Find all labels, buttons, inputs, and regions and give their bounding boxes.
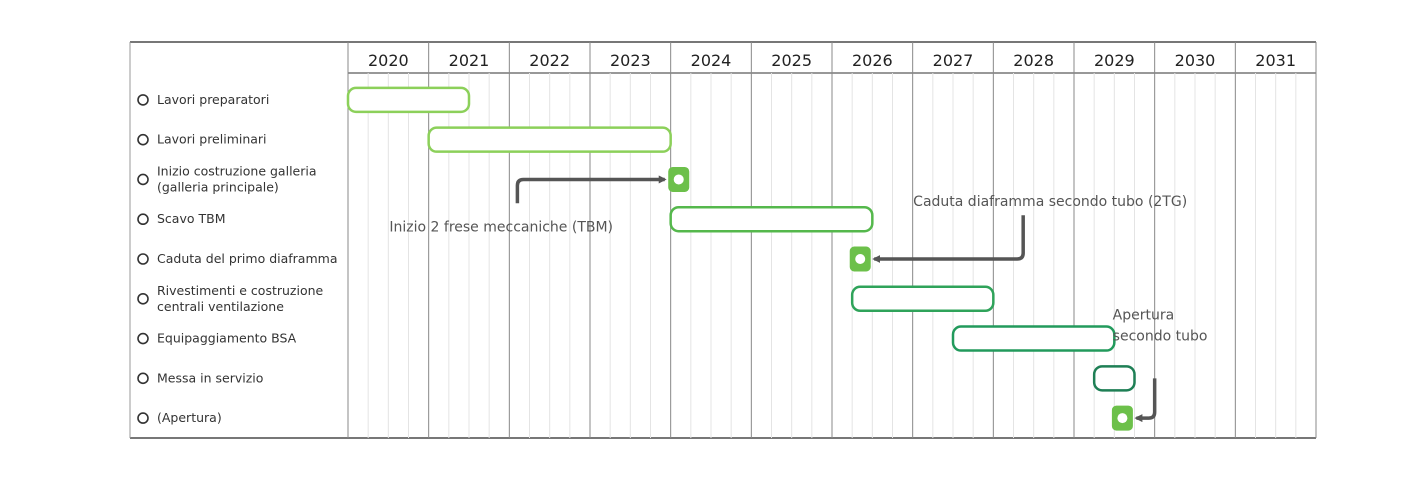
task-bullet-icon <box>137 412 149 424</box>
task-label-line: Scavo TBM <box>157 211 225 226</box>
task-label: Inizio costruzione galleria(galleria pri… <box>157 163 317 194</box>
year-label: 2026 <box>852 51 893 70</box>
annotation-label-line: secondo tubo <box>1113 328 1208 344</box>
task-bullet-icon <box>137 292 149 305</box>
annotations: Inizio 2 frese meccaniche (TBM) Caduta di… <box>389 175 1208 423</box>
task-bullet-icon <box>137 332 149 345</box>
task-label-line: centrali ventilazione <box>157 299 284 314</box>
task-label-line: Equipaggiamento BSA <box>157 331 297 346</box>
task-label-line: Caduta del primo diaframma <box>157 251 337 266</box>
year-label: 2025 <box>771 51 812 70</box>
year-header: 2020 2021 2022 2023 2024 2025 2026 2027 2028 2029… <box>368 51 1296 70</box>
task-label: Lavori preparatori <box>157 92 269 107</box>
task-label-line: Rivestimenti e costruzione <box>157 283 324 298</box>
task-bar <box>427 126 672 153</box>
year-label: 2031 <box>1255 51 1296 70</box>
year-label: 2020 <box>368 51 409 70</box>
task-label-line: Inizio costruzione galleria <box>157 163 317 178</box>
task-bar <box>1092 365 1136 392</box>
annotation-arrow <box>515 175 667 204</box>
year-label: 2027 <box>933 51 974 70</box>
task-bar <box>850 285 995 313</box>
task-bullet-icon <box>137 213 149 226</box>
annotation-arrow <box>1134 378 1157 423</box>
annotation-label-line: Inizio 2 frese meccaniche (TBM) <box>389 219 613 235</box>
task-bullet-icon <box>137 372 149 385</box>
task-label-line: (Apertura) <box>157 410 222 425</box>
task-label: Scavo TBM <box>157 211 225 226</box>
task-bullet-icon <box>137 94 149 106</box>
task-label-line: Lavori preliminari <box>157 132 267 147</box>
task-bullet-icon <box>137 133 149 146</box>
annotation-arrow <box>872 215 1025 263</box>
task-label-line: Messa in servizio <box>157 370 263 385</box>
task-bar <box>346 86 471 114</box>
year-label: 2030 <box>1175 51 1216 70</box>
milestone-dot-icon <box>1117 413 1128 424</box>
milestone-dot-icon <box>673 174 684 185</box>
annotation-label: Caduta diaframma secondo tubo (2TG) <box>913 194 1187 210</box>
task-label: Lavori preliminari <box>157 132 267 147</box>
task-label-line: (galleria principale) <box>157 179 279 194</box>
task-bars <box>346 86 1136 431</box>
annotation-label-line: Caduta diaframma secondo tubo (2TG) <box>913 194 1187 210</box>
annotation-label: Apertura secondo tubo <box>1113 307 1208 344</box>
year-label: 2028 <box>1013 51 1054 70</box>
task-label: Equipaggiamento BSA <box>157 331 297 346</box>
task-bar <box>669 205 874 233</box>
task-label: Caduta del primo diaframma <box>157 251 337 266</box>
year-label: 2022 <box>529 51 570 70</box>
annotation-label-line: Apertura <box>1113 307 1175 323</box>
task-bar <box>951 325 1116 352</box>
task-label-line: Lavori preparatori <box>157 92 269 107</box>
task-bullet-icon <box>137 173 149 186</box>
task-label: (Apertura) <box>157 410 222 425</box>
task-bullet-icon <box>137 253 149 265</box>
milestone-dot-icon <box>855 254 866 264</box>
year-label: 2021 <box>449 51 490 70</box>
year-label: 2029 <box>1094 51 1135 70</box>
year-label: 2024 <box>691 51 732 70</box>
annotation-label: Inizio 2 frese meccaniche (TBM) <box>389 219 613 235</box>
task-label: Messa in servizio <box>157 370 263 385</box>
grid-layer <box>129 41 1317 439</box>
year-label: 2023 <box>610 51 651 70</box>
